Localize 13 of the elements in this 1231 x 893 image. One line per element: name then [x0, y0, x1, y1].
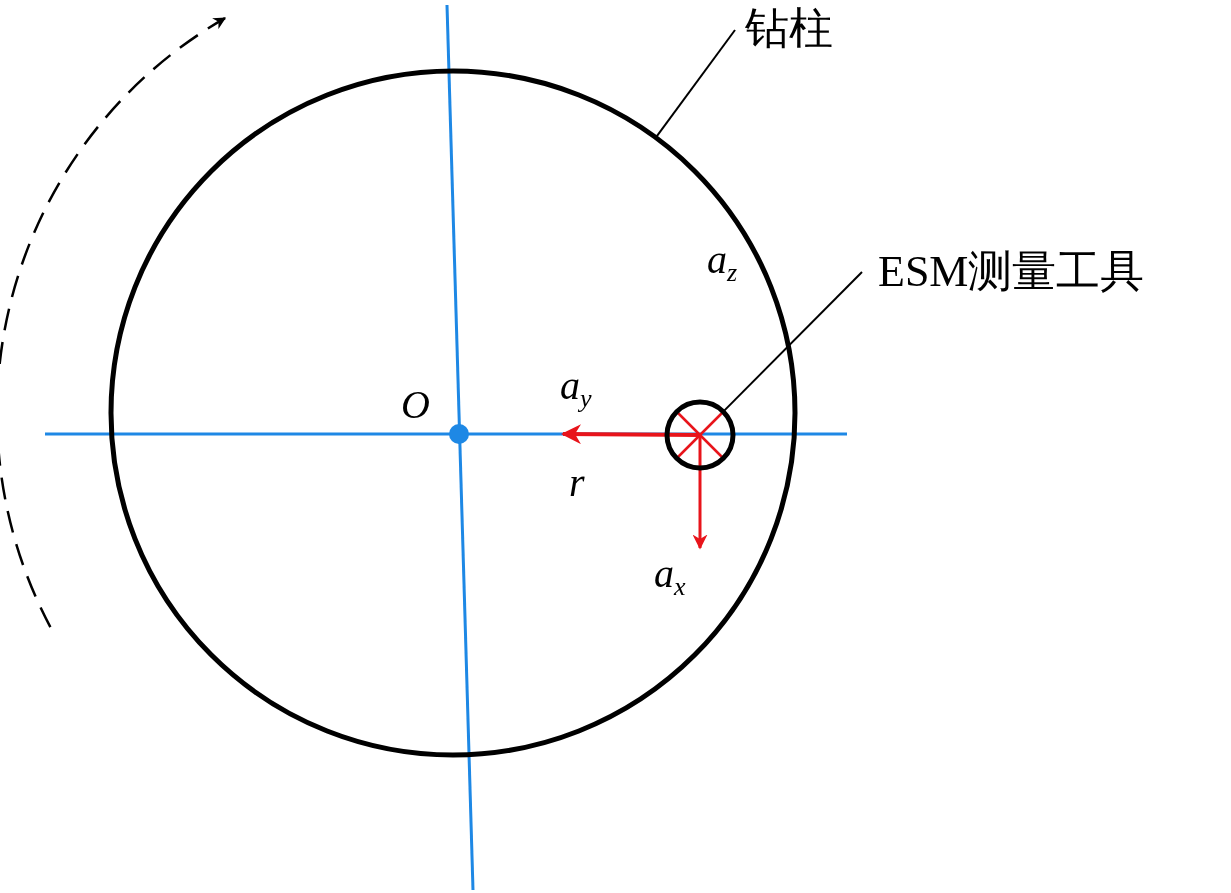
callout-label: ESM测量工具: [878, 250, 1145, 294]
leader-line: [722, 271, 863, 413]
vector-label: a$_{x}$: [654, 554, 686, 600]
leader-line: [654, 29, 736, 139]
tool-circle: [662, 397, 738, 473]
callout-label: 钻柱: [745, 7, 833, 51]
vector-arrow: [561, 424, 700, 445]
vector-label: a$_{y}$: [560, 366, 592, 412]
pipe-circle: [106, 66, 800, 760]
symbol-label: O: [401, 385, 430, 425]
vector-arrow: [692, 435, 708, 550]
symbol-label: a$_{z}$: [707, 240, 738, 286]
symbol-label: r: [569, 463, 585, 503]
